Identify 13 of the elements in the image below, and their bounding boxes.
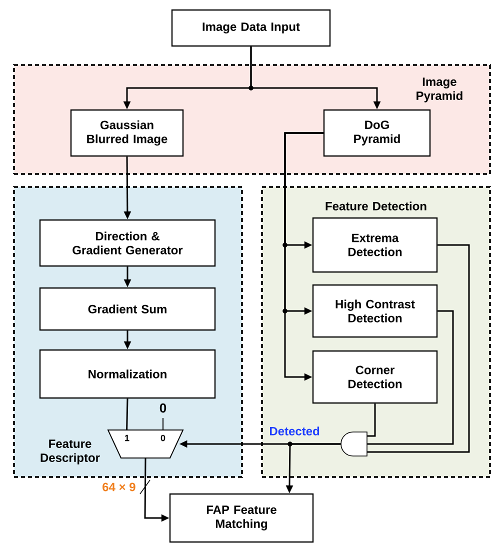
- process-box: Gaussian Blurred Image: [70, 109, 184, 157]
- process-box: Normalization: [39, 349, 216, 399]
- edge-label: Detected: [270, 426, 320, 436]
- process-box: Gradient Sum: [39, 287, 216, 331]
- process-box: Direction & Gradient Generator: [39, 219, 216, 267]
- constant-input: 0: [160, 403, 166, 430]
- process-box: FAP Feature Matching: [169, 493, 314, 543]
- process-box: DoG Pyramid: [323, 109, 431, 157]
- process-box: Image Data Input: [171, 9, 331, 47]
- process-box: Corner Detection: [312, 350, 438, 404]
- process-box: Extrema Detection: [312, 217, 438, 273]
- edge-label: 64 × 9: [102, 482, 136, 492]
- process-box: High Contrast Detection: [312, 284, 438, 338]
